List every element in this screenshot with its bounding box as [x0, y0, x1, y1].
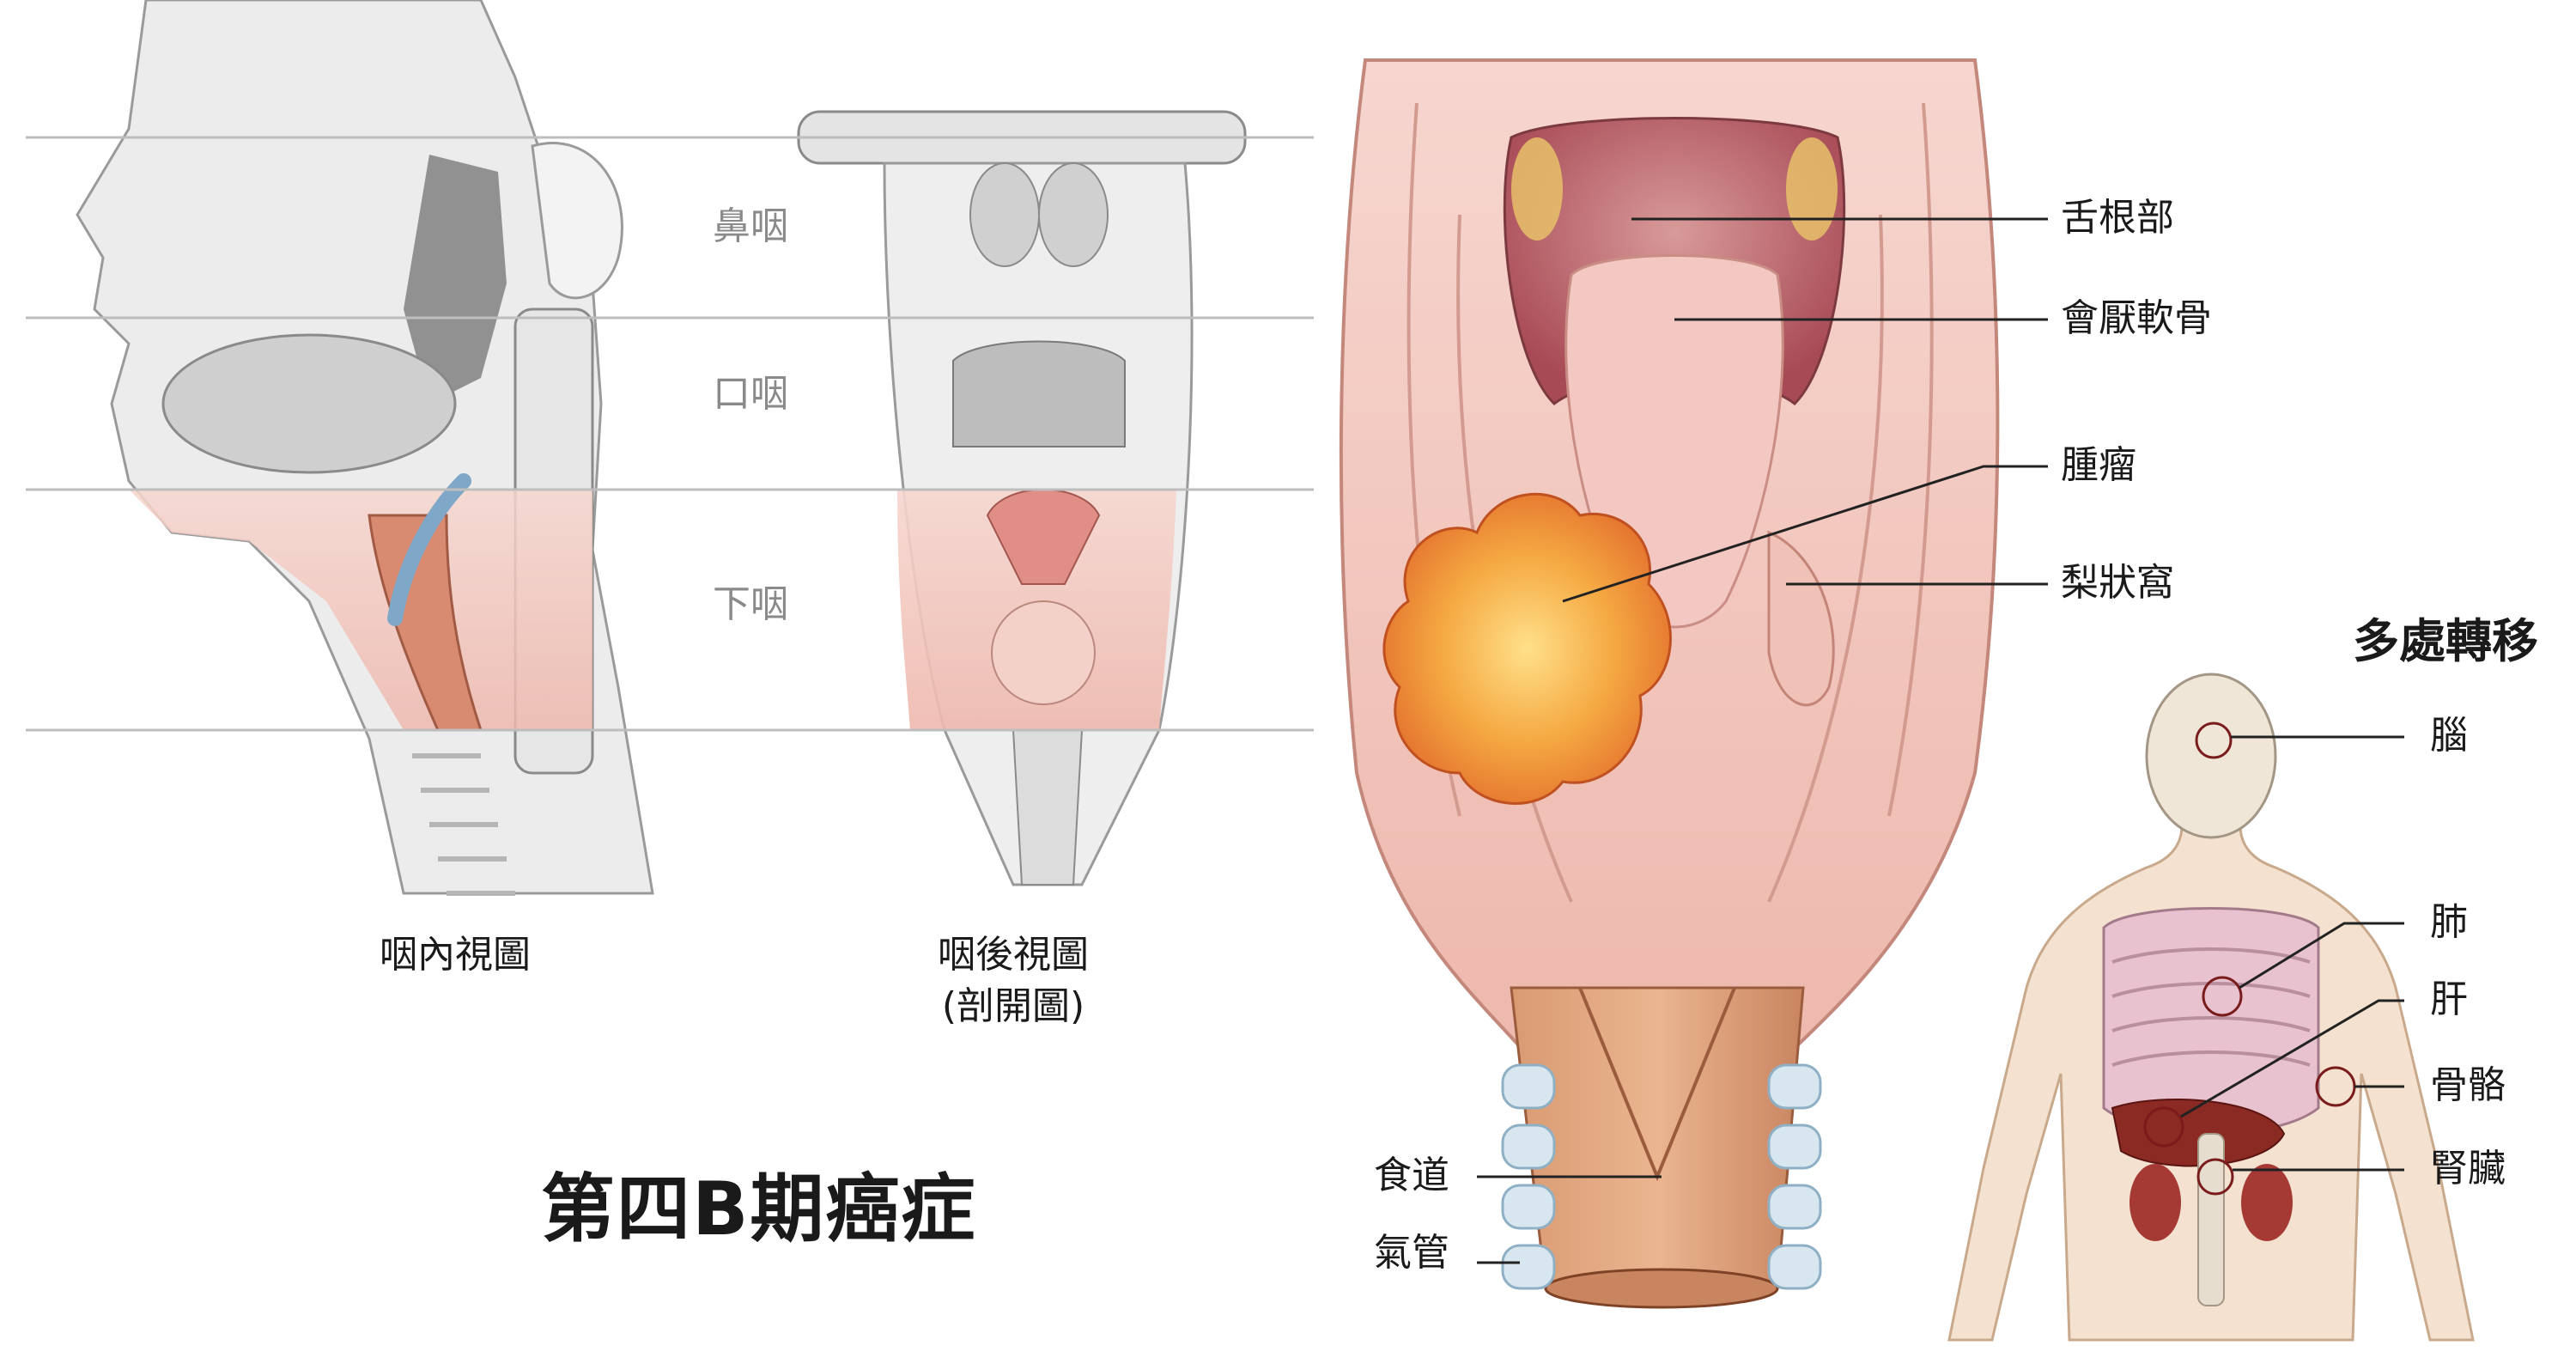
esophagus-label: 食道	[1374, 1154, 1449, 1197]
body-metastasis-illustration	[1947, 673, 2475, 1342]
larynx-leader-lines	[1477, 217, 2048, 1264]
lung-leader	[2239, 922, 2404, 989]
posterior-esophagus-shape	[1012, 729, 1084, 886]
tumor-leader	[1562, 465, 2048, 603]
ear-shape	[531, 142, 623, 300]
choanae-left-shape	[969, 162, 1040, 267]
liver-label: 肝	[2430, 977, 2468, 1021]
tongue-shape	[161, 333, 457, 474]
trachea-rings-side	[412, 753, 515, 896]
vallecula-left-shape	[1511, 137, 1563, 241]
choanae-right-shape	[1038, 162, 1109, 267]
stage-title: 第四B期癌症	[541, 1166, 977, 1252]
metastasis-leader-lines	[2180, 735, 2404, 1172]
bone-label: 骨骼	[2430, 1063, 2506, 1107]
hypopharynx-label: 下咽	[713, 582, 788, 626]
nasal-cavity-shape	[404, 155, 507, 404]
spine-shape	[2197, 1133, 2225, 1306]
epiglottis-side-shape	[387, 473, 471, 626]
tumor-mass-shape	[1382, 492, 1672, 805]
pharynx-posterior-view-illustration	[797, 110, 1247, 886]
kidney-metastasis-marker	[2196, 1158, 2234, 1196]
lung-label: 肺	[2430, 900, 2468, 944]
trachea-rings	[1501, 1063, 1822, 1290]
tumor-label: 腫瘤	[2061, 443, 2136, 487]
lung-metastasis-marker	[2202, 976, 2243, 1017]
brain-metastasis-marker	[2195, 722, 2233, 759]
liver-leader	[2180, 999, 2404, 1118]
skull-shape	[2145, 673, 2277, 839]
piriform-sinus-shape	[1767, 530, 1835, 707]
oropharynx-label: 口咽	[713, 372, 788, 416]
posterior-view-caption: 咽後視圖	[938, 933, 1089, 977]
kidney-label: 腎臟	[2430, 1147, 2506, 1190]
kidney-right-shape	[2241, 1164, 2293, 1241]
posterior-view-caption-sub: (剖開圖)	[941, 984, 1085, 1028]
posterior-arytenoid-shape	[991, 600, 1096, 705]
liver-shape	[2111, 1099, 2286, 1167]
hypopharynx-opened-illustration	[1339, 58, 2000, 1309]
liver-metastasis-marker	[2143, 1106, 2184, 1148]
inner-view-caption: 咽內視圖	[380, 933, 531, 977]
esophagus-opening-shape	[1544, 1268, 1779, 1309]
pharynx-inner-view-illustration	[76, 0, 654, 896]
hypopharynx-zone-shape	[129, 490, 592, 730]
vallecula-right-shape	[1786, 137, 1838, 241]
tongue-base-grey-shape	[952, 340, 1126, 448]
esophagus-muscle-shape	[1510, 986, 1805, 1290]
kidney-left-shape	[2129, 1164, 2181, 1241]
piriform-sinus-label: 梨狀窩	[2061, 561, 2174, 605]
metastasis-heading: 多處轉移	[2353, 614, 2538, 668]
trachea-label: 氣管	[1374, 1231, 1449, 1275]
tongue-base-label: 舌根部	[2061, 196, 2174, 240]
epiglottis-label: 會厭軟骨	[2061, 296, 2212, 340]
brain-label: 腦	[2430, 714, 2468, 758]
nasopharynx-label: 鼻咽	[713, 204, 788, 248]
region-band-lines	[26, 136, 1314, 732]
posterior-larynx-opening-shape	[986, 489, 1101, 585]
